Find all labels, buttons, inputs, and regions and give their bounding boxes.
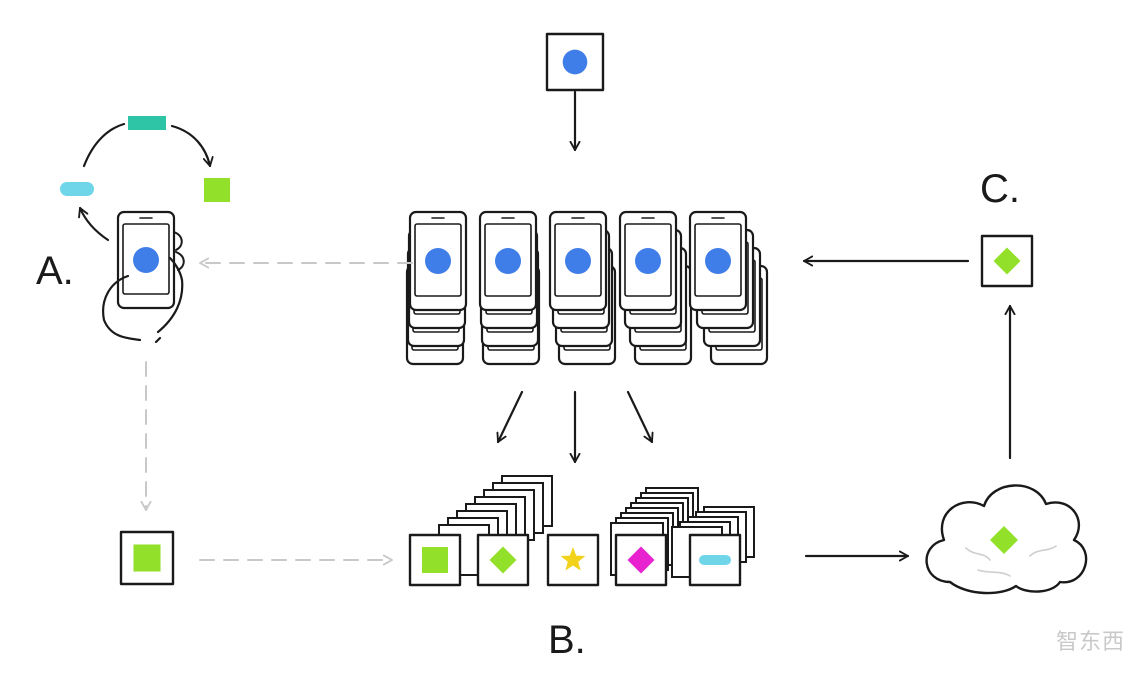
foreground-layer xyxy=(60,32,1088,595)
cycle-arc-bottom xyxy=(78,206,110,242)
update-card-star xyxy=(546,533,600,587)
update-card-magenta xyxy=(614,533,668,587)
blue-dot xyxy=(562,49,588,75)
label-b: B. xyxy=(548,618,586,662)
teal-bar xyxy=(128,116,166,130)
blue-dot xyxy=(133,247,159,273)
global-model-card xyxy=(545,32,605,92)
aggregated-diamond xyxy=(990,526,1018,554)
hand-outline xyxy=(102,256,184,344)
update-card-square xyxy=(408,533,462,587)
improved-model-card xyxy=(980,234,1034,288)
blue-dot xyxy=(635,248,661,274)
blue-dot xyxy=(425,248,451,274)
label-a: A. xyxy=(36,249,74,293)
device-phone-3 xyxy=(548,210,608,312)
hand-fingers xyxy=(173,231,185,271)
cyan-pill xyxy=(699,555,731,565)
magenta-diamond xyxy=(627,546,655,574)
card-frame xyxy=(980,234,1034,288)
device-phone-1 xyxy=(408,210,468,312)
update-card-diamond xyxy=(476,533,530,587)
device-phone-4 xyxy=(618,210,678,312)
green-square xyxy=(204,178,230,202)
device-phone-5 xyxy=(688,210,748,312)
watermark-text: 智东西 xyxy=(1055,630,1125,655)
user-update-card xyxy=(119,530,175,586)
arrow-cluster-right xyxy=(626,390,654,444)
device-phone-2 xyxy=(478,210,538,312)
blue-dot xyxy=(565,248,591,274)
arrow-cluster-left xyxy=(496,390,524,444)
green-diamond xyxy=(993,247,1021,275)
cloud-icon xyxy=(925,484,1088,595)
blue-dot xyxy=(495,248,521,274)
user-phone xyxy=(116,210,176,310)
label-c: C. xyxy=(980,167,1020,211)
green-diamond xyxy=(489,546,517,574)
yellow-star xyxy=(560,547,586,571)
cycle-arc-right xyxy=(170,124,214,168)
blue-dot xyxy=(705,248,731,274)
green-square xyxy=(133,544,161,572)
cloud-texture xyxy=(965,545,1057,577)
hand-holding-phone-icon xyxy=(102,210,185,344)
cyan-pill xyxy=(60,182,94,196)
update-card-pill xyxy=(688,533,742,587)
green-square xyxy=(422,547,448,573)
cycle-arc-left xyxy=(82,122,126,168)
